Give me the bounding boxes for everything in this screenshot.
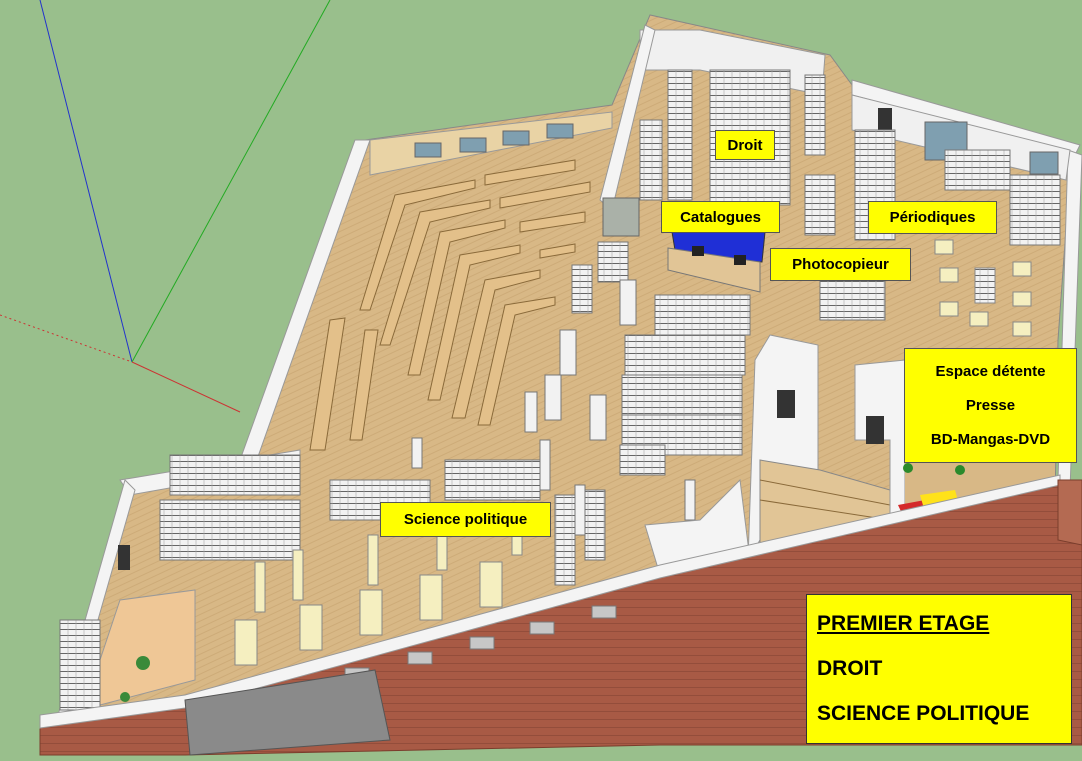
side-brick [1057,479,1082,546]
label-catalogues-text: Catalogues [680,208,761,226]
label-bd-mangas-dvd-text: BD-Mangas-DVD [930,430,1051,448]
window [546,123,574,139]
green-axis [131,0,331,363]
window [502,130,530,146]
legend-floor: PREMIER ETAGE [817,611,990,635]
label-periodiques-text: Périodiques [889,209,976,226]
legend-line1: DROIT [817,656,883,680]
science-politique-shelves [159,437,696,586]
window [459,137,487,153]
label-presse-text: Presse [965,396,1016,414]
door [118,545,130,570]
computer [734,255,746,265]
elevator-door [866,416,884,444]
entrance-block [184,669,391,756]
door [878,108,892,134]
label-photocopieur-text: Photocopieur [792,256,889,273]
legend-line2: SCIENCE POLITIQUE [817,702,1030,726]
label-catalogues: Catalogues [661,201,780,233]
partition [602,197,640,237]
elevator-door [777,390,795,418]
window [1029,151,1059,175]
label-espace-detente-text: Espace détente [935,363,1046,381]
label-photocopieur: Photocopieur [770,248,911,281]
label-periodiques: Périodiques [868,201,997,234]
label-droit-text: Droit [727,136,763,154]
label-science-politique: Science politique [380,502,551,537]
red-axis [131,361,241,413]
wooden-shelves [309,159,591,451]
label-espace-detente: Espace détente Presse BD-Mangas-DVD [904,348,1077,463]
computer [692,246,704,256]
central-shelves [524,241,751,476]
window [414,142,442,158]
blue-axis [39,0,133,363]
reading-tables [234,239,1032,666]
red-axis-dotted [0,314,133,363]
label-science-politique-text: Science politique [403,511,528,528]
droit-shelves [639,69,836,236]
label-droit: Droit [715,130,775,160]
floor-legend: PREMIER ETAGE DROIT SCIENCE POLITIQUE [806,594,1072,744]
